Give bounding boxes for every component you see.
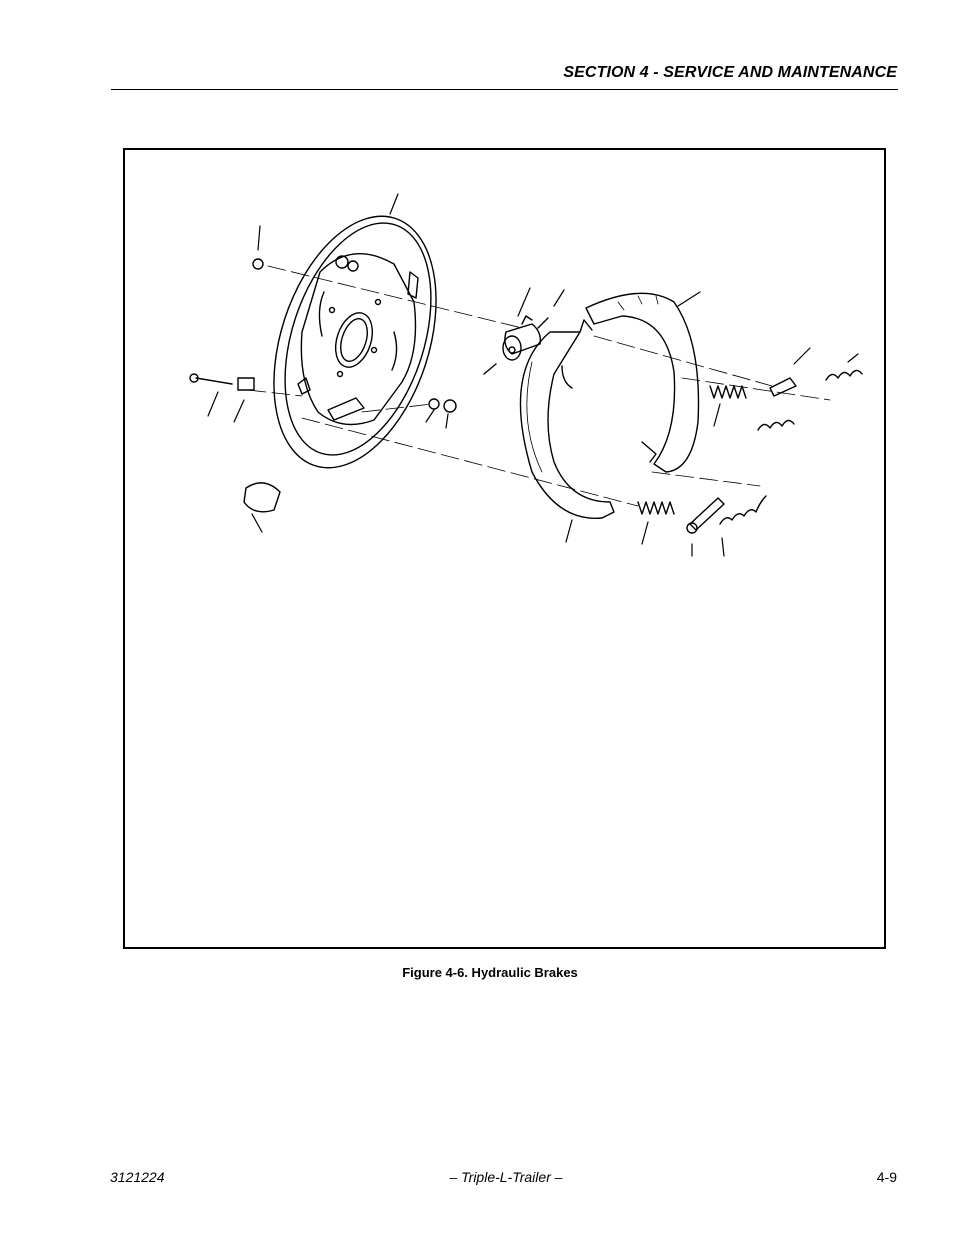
bolt-head [252, 258, 264, 270]
nut [443, 399, 457, 413]
dust-cap [243, 482, 281, 513]
footer-doc-number: 3121224 [110, 1169, 165, 1185]
return-spring-upper [757, 369, 863, 431]
footer-page-number: 4-9 [876, 1169, 897, 1185]
footer-product: – Triple-L-Trailer – [449, 1169, 563, 1185]
figure-caption: Figure 4-6. Hydraulic Brakes [402, 965, 578, 980]
adjuster-lever [769, 377, 797, 397]
adjuster-pin [537, 317, 549, 329]
hold-down-spring-upper [709, 385, 747, 399]
section-title: SECTION 4 - SERVICE AND MAINTENANCE [563, 64, 897, 81]
lined-brake-shoe [519, 319, 615, 519]
washer [428, 398, 440, 410]
hold-down-spring-lower [637, 501, 675, 515]
adjuster-screw [686, 497, 725, 534]
header-divider [111, 89, 898, 90]
backing-plate [273, 215, 437, 469]
assembly-center-lines [247, 265, 831, 507]
return-spring-lower [719, 495, 767, 525]
figure-frame [123, 148, 886, 949]
hydraulic-brake-exploded-diagram [189, 193, 863, 557]
callout-leaders [207, 193, 859, 557]
wheel-cylinder [502, 315, 542, 361]
bleeder-pin [483, 363, 497, 375]
brake-shoe [585, 292, 700, 473]
shoe-hold-down-pin [189, 373, 255, 391]
